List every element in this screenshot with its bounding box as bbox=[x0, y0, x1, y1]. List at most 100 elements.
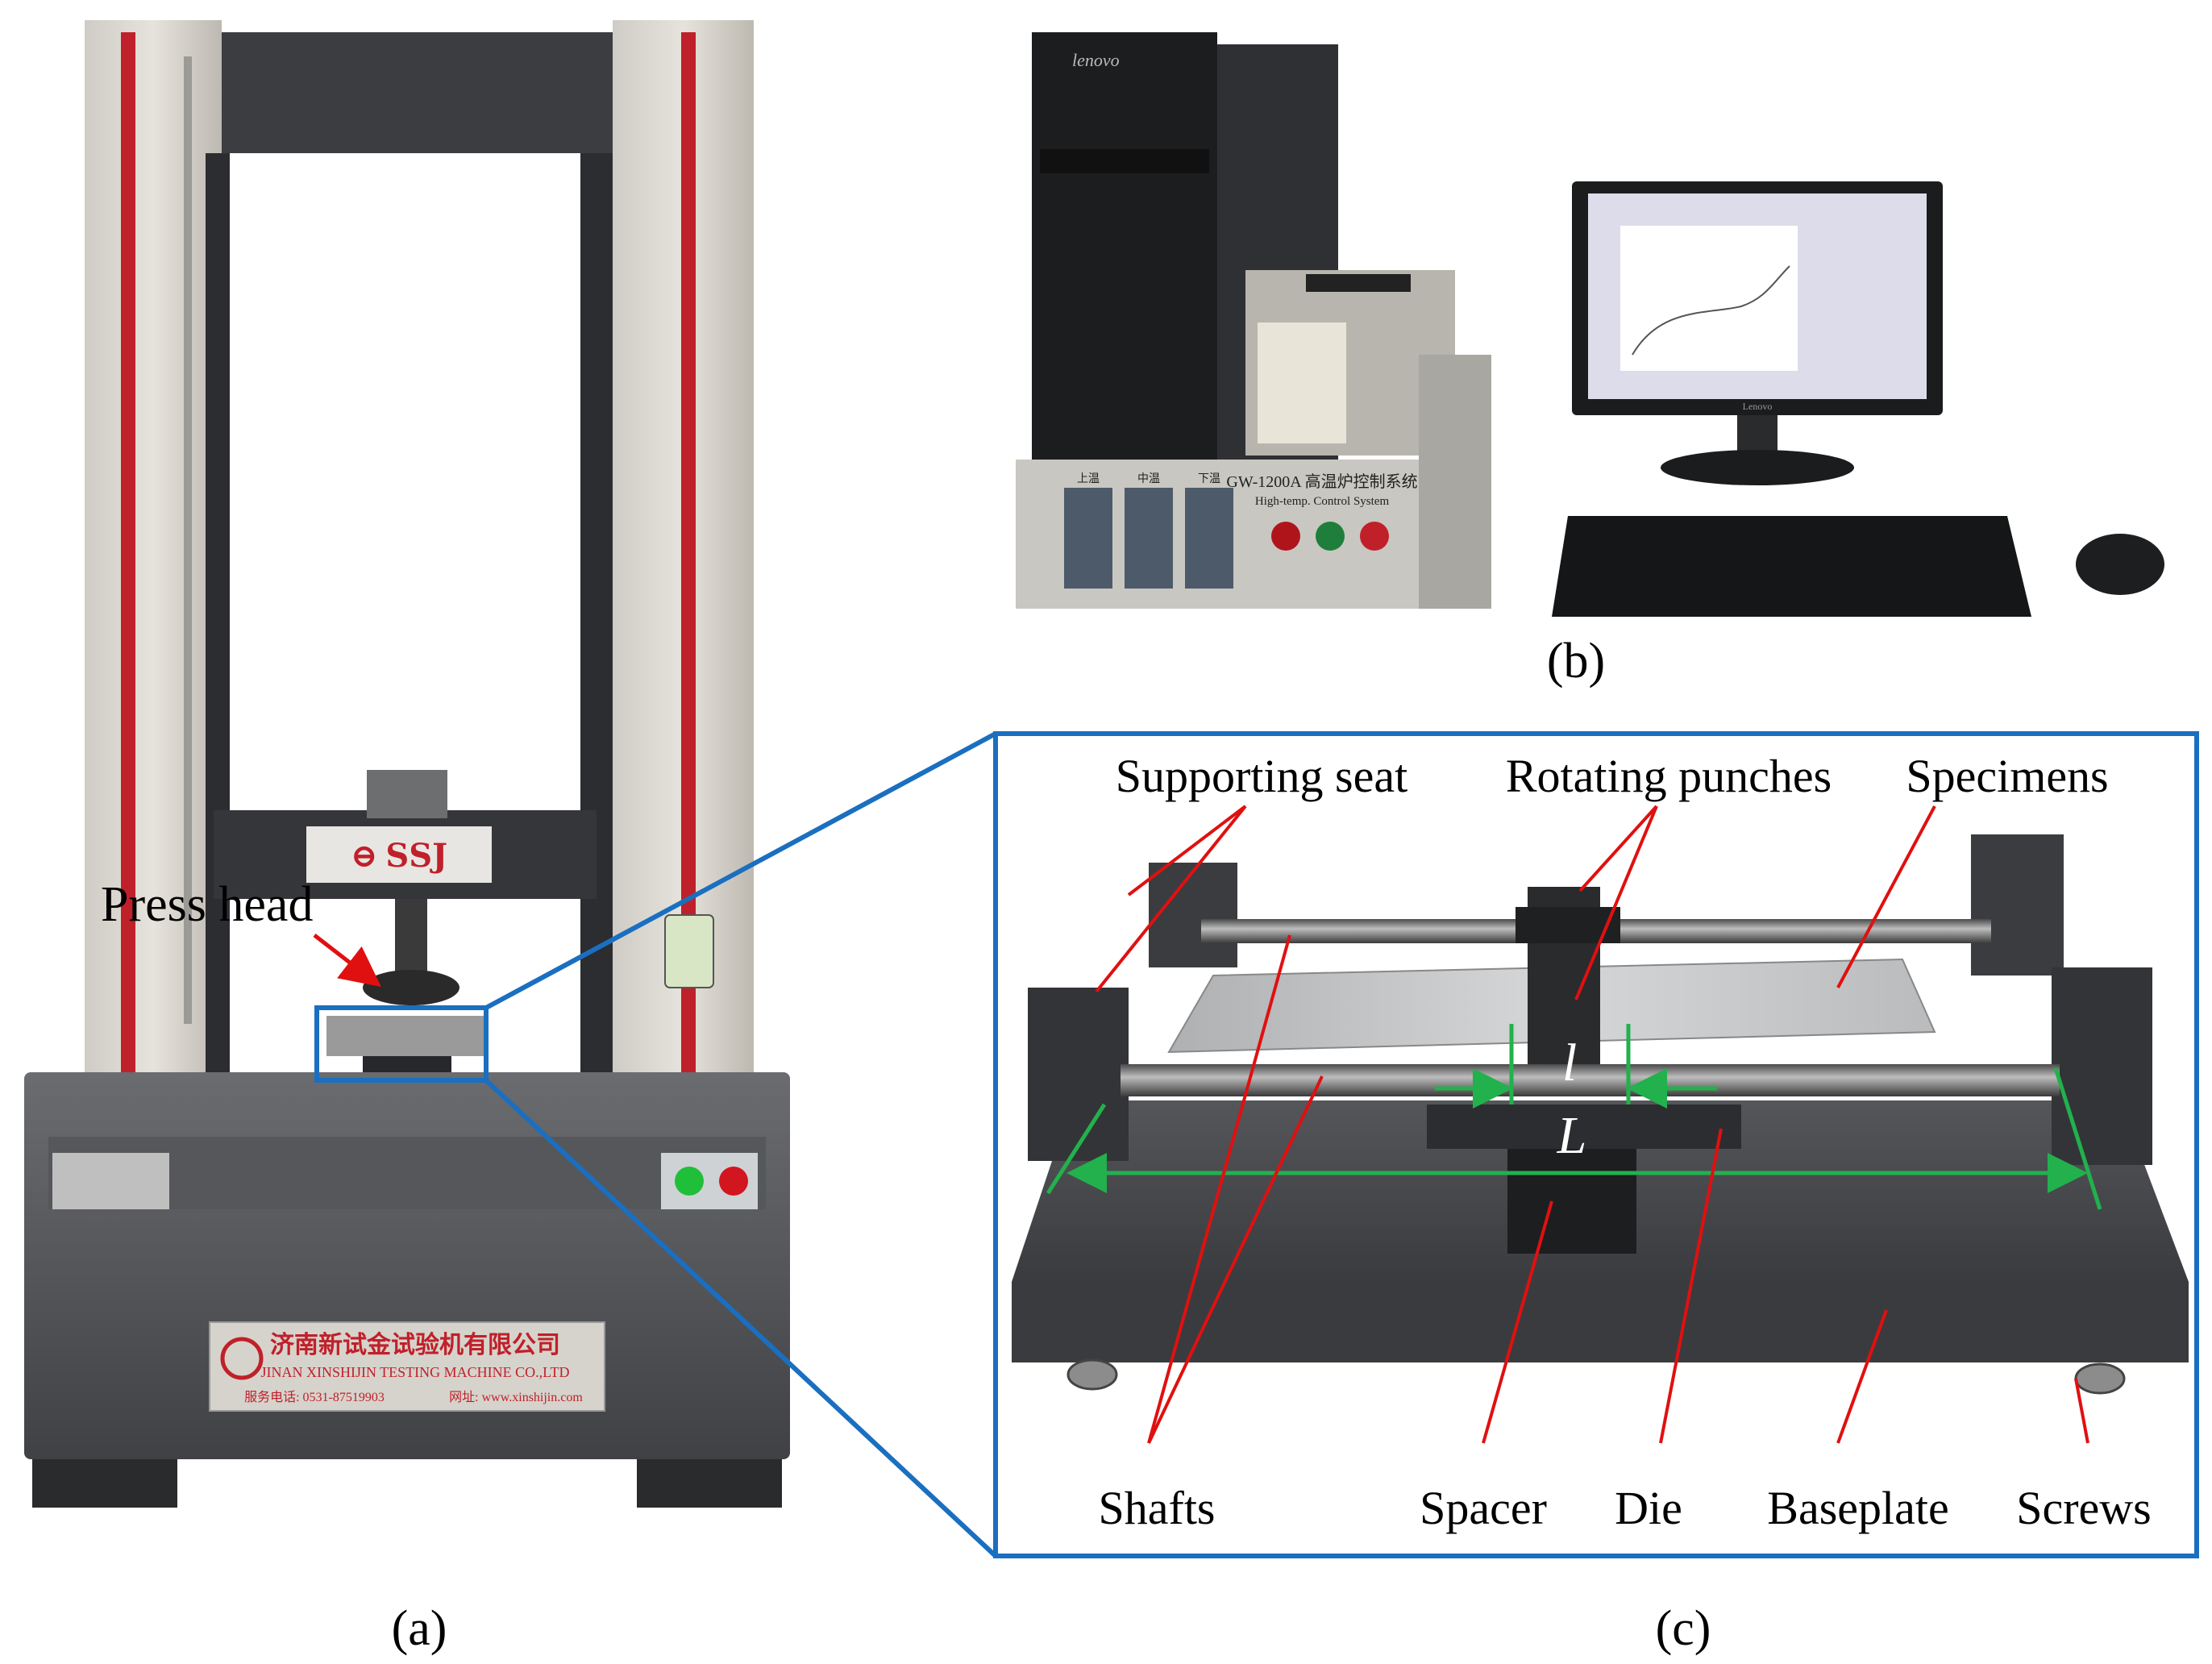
frame-opening bbox=[230, 153, 580, 814]
crosshead-logo-plate bbox=[306, 826, 492, 883]
baseplate-front-edge bbox=[1012, 1282, 2189, 1362]
temperature-zone-displays: 上温 中温 下温 bbox=[1064, 472, 1233, 589]
leader-shaft-2 bbox=[1147, 1075, 1324, 1444]
keyboard bbox=[1552, 516, 2031, 617]
label-screws: Screws bbox=[2016, 1482, 2152, 1534]
start-button bbox=[1316, 522, 1345, 551]
label-die: Die bbox=[1615, 1482, 1682, 1534]
leader-seat-1 bbox=[1127, 805, 1247, 896]
controller-front-panel bbox=[1258, 322, 1346, 443]
label-rotating-punches: Rotating punches bbox=[1506, 750, 1832, 802]
label-shafts: Shafts bbox=[1099, 1482, 1216, 1534]
label-supporting-seat: Supporting seat bbox=[1116, 750, 1407, 802]
fixture-highlight-box bbox=[314, 1005, 489, 1083]
limit-rod bbox=[184, 56, 192, 1024]
left-column bbox=[85, 20, 222, 1117]
red-stop-button bbox=[719, 1167, 748, 1196]
zoom-line-bottom bbox=[484, 1078, 998, 1558]
leader-seat-2 bbox=[1095, 805, 1247, 993]
dimension-small-label: l bbox=[1562, 1034, 1577, 1092]
leader-punch-2 bbox=[1574, 805, 1658, 1000]
press-head-rod bbox=[395, 899, 427, 980]
zone-display-2 bbox=[1125, 488, 1173, 589]
right-foot bbox=[637, 1459, 782, 1508]
label-baseplate: Baseplate bbox=[1767, 1482, 1948, 1534]
controller-main-side bbox=[1419, 355, 1491, 609]
leader-punch-1 bbox=[1578, 805, 1658, 892]
green-start-button bbox=[675, 1167, 704, 1196]
leader-die bbox=[1659, 1128, 1723, 1444]
right-inner-panel bbox=[580, 153, 613, 1080]
leader-specimens bbox=[1836, 805, 1936, 988]
controller-subtitle: High-temp. Control System bbox=[1255, 495, 1390, 508]
leader-screws bbox=[2074, 1378, 2089, 1444]
control-pendant bbox=[664, 914, 714, 988]
zone-label-3: 下温 bbox=[1198, 472, 1220, 485]
brand-phone: 服务电话: 0531-87519903 bbox=[244, 1390, 385, 1404]
zone-label-1: 上温 bbox=[1077, 472, 1100, 485]
dimension-l: l bbox=[1435, 1024, 1717, 1109]
screw-left bbox=[1066, 1358, 1118, 1391]
load-cell bbox=[367, 770, 447, 818]
brand-logo bbox=[220, 1337, 264, 1380]
brand-chinese: 济南新试金试验机有限公司 bbox=[270, 1331, 560, 1358]
dim-L-ext-left bbox=[1046, 1103, 1107, 1195]
monitor-stand bbox=[1661, 450, 1854, 485]
panel-c-fixture-detail: l L Supporting seat Rotating punches Spe bbox=[993, 731, 2199, 1656]
pc-brand: lenovo bbox=[1072, 50, 1120, 70]
brand-website: 网址: www.xinshijin.com bbox=[449, 1390, 583, 1404]
label-specimens: Specimens bbox=[1906, 750, 2108, 802]
spacer-body bbox=[1507, 1129, 1636, 1254]
small-fixture bbox=[326, 1016, 484, 1056]
panel-b-control-system: lenovo GW-1200A 高温炉控制系统 High-temp. Contr… bbox=[1016, 32, 2164, 688]
supporting-seat-back-left bbox=[1149, 863, 1237, 967]
rotating-punch-cap bbox=[1516, 907, 1620, 943]
label-spacer: Spacer bbox=[1420, 1482, 1547, 1534]
top-crossbeam bbox=[193, 32, 645, 153]
left-red-stripe bbox=[121, 32, 135, 1104]
press-head-arrow bbox=[313, 934, 381, 988]
zone-display-1 bbox=[1064, 488, 1112, 589]
monitor-plot-area bbox=[1620, 226, 1798, 371]
stop-button bbox=[1360, 522, 1389, 551]
leader-shaft-1 bbox=[1147, 934, 1291, 1444]
die bbox=[1427, 1104, 1741, 1149]
monitor-brand: Lenovo bbox=[1743, 401, 1773, 412]
press-head-label: Press head bbox=[101, 877, 313, 932]
dim-L-ext-right bbox=[2053, 1067, 2102, 1210]
press-head bbox=[363, 970, 459, 1005]
nameplate bbox=[52, 1153, 169, 1209]
emergency-button bbox=[1271, 522, 1300, 551]
dimension-large-label: L bbox=[1557, 1106, 1587, 1165]
supporting-seat-front-right bbox=[2052, 967, 2152, 1165]
right-red-stripe bbox=[681, 32, 696, 1104]
mouse bbox=[2076, 534, 2164, 595]
controller-model: GW-1200A 高温炉控制系统 bbox=[1226, 472, 1417, 491]
zoom-line-top bbox=[484, 731, 997, 1010]
screw-right bbox=[2074, 1362, 2126, 1395]
left-foot bbox=[32, 1459, 177, 1508]
monitor-curve bbox=[1632, 265, 1790, 356]
dimension-L: L bbox=[1046, 1067, 2102, 1210]
pc-front-ports bbox=[1040, 149, 1209, 173]
left-inner-panel bbox=[206, 153, 230, 1080]
brand-plate bbox=[209, 1321, 605, 1412]
shaft-front bbox=[1121, 1064, 2060, 1096]
screws bbox=[1066, 1358, 2126, 1395]
leader-baseplate bbox=[1836, 1309, 1888, 1444]
panel-b-caption: (b) bbox=[1547, 634, 1605, 688]
panel-c-caption: (c) bbox=[1656, 1601, 1711, 1656]
leader-spacer bbox=[1482, 1200, 1553, 1444]
supporting-seat-front-left bbox=[1028, 988, 1129, 1161]
leader-lines bbox=[1095, 805, 2089, 1444]
controller-handle bbox=[1306, 274, 1411, 292]
pc-tower bbox=[1032, 32, 1217, 484]
panel-a-caption: (a) bbox=[392, 1601, 447, 1656]
supporting-seat-back-right bbox=[1971, 834, 2064, 976]
brand-english: JINAN XINSHIJIN TESTING MACHINE CO.,LTD bbox=[261, 1364, 570, 1380]
panel-a-testing-machine: ⊖ 𝐒𝐒𝐉 济南新试金试验机有限公司 JINAN XINSHIJIN TESTI… bbox=[24, 20, 790, 1656]
crosshead-logo: ⊖ 𝐒𝐒𝐉 bbox=[351, 838, 447, 874]
zone-display-3 bbox=[1185, 488, 1233, 589]
zone-label-2: 中温 bbox=[1137, 472, 1160, 485]
